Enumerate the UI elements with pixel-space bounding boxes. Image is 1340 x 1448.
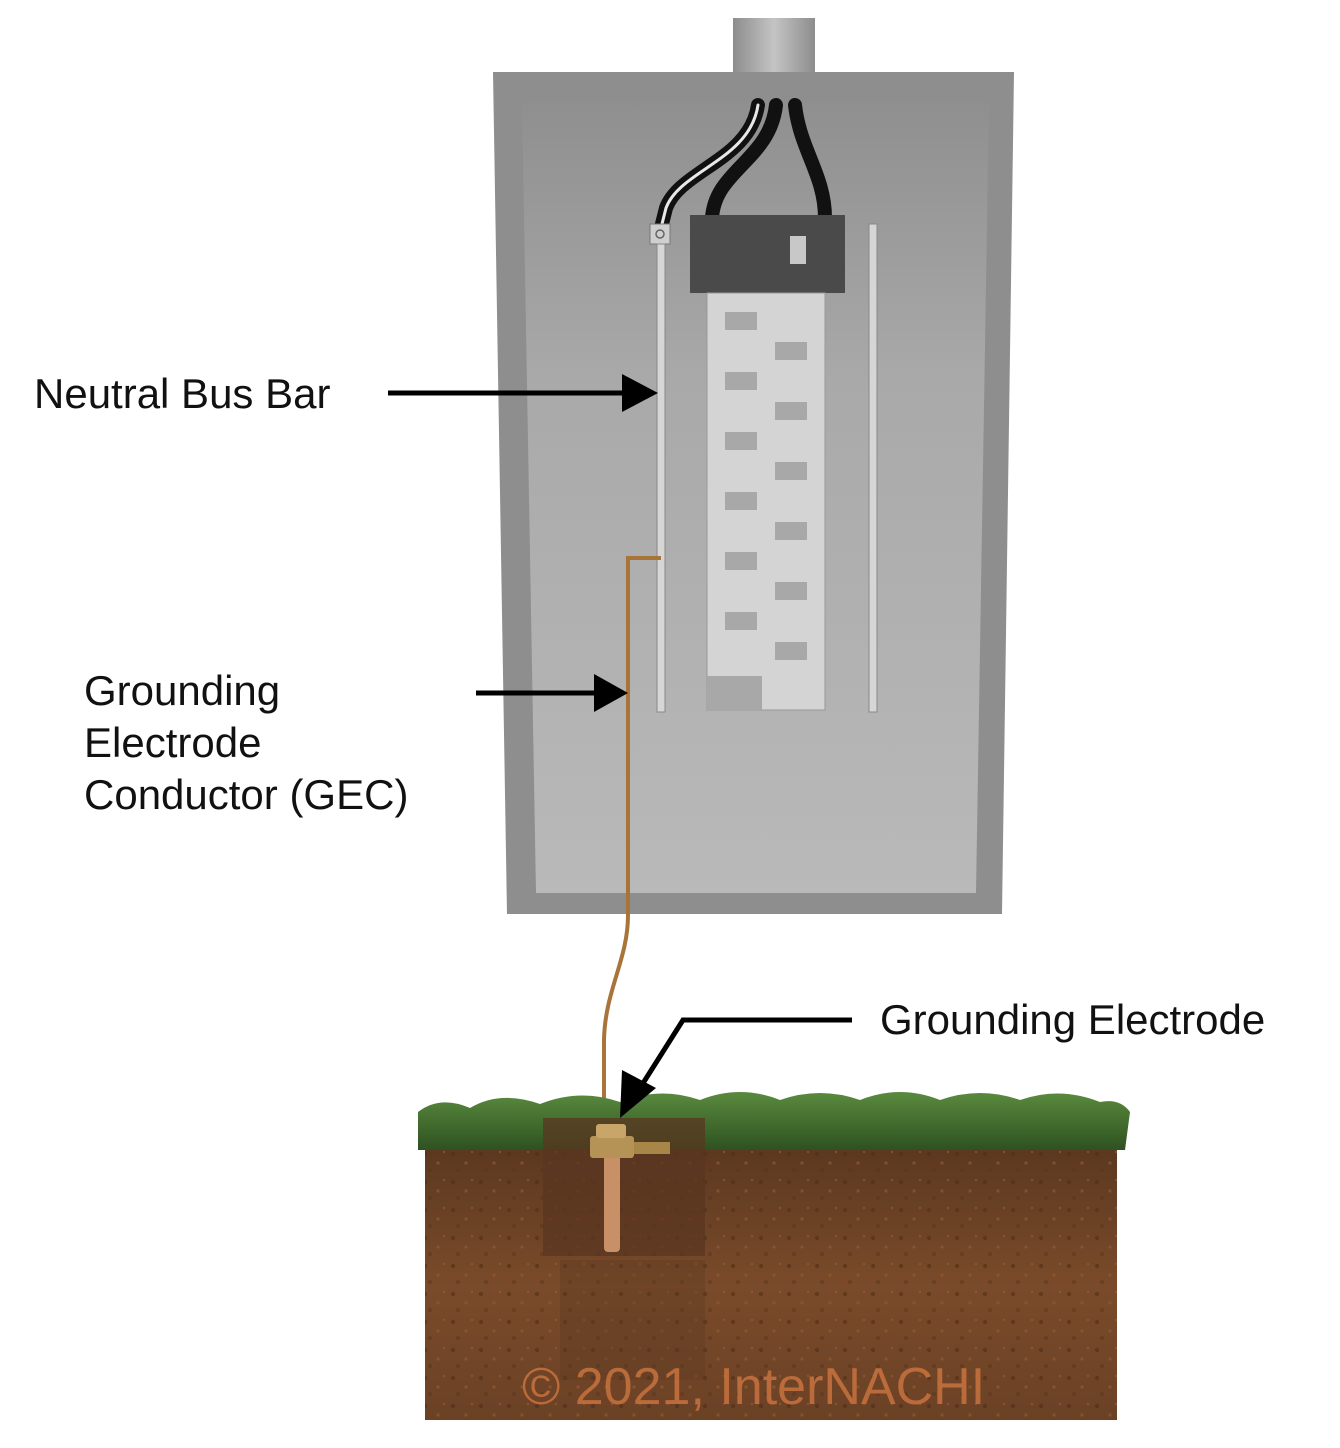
arrow-right-icon	[476, 674, 628, 712]
main-breaker	[690, 215, 845, 293]
ground-section	[418, 1092, 1130, 1420]
hot-bus-stabs	[706, 292, 826, 711]
gec-label-line-1: Grounding	[84, 667, 281, 714]
copyright-watermark: © 2021, InterNACHI	[522, 1358, 986, 1416]
grounding-rod	[590, 1124, 670, 1252]
neutral-bus-bar-label: Neutral Bus Bar	[34, 370, 331, 417]
gec-label-line-3: Conductor (GEC)	[84, 771, 409, 818]
gec-label-line-2: Electrode	[84, 719, 262, 766]
grounding-electrode-label: Grounding Electrode	[880, 996, 1266, 1043]
arrow-right-icon	[388, 374, 658, 412]
neutral-bus-bar	[649, 223, 671, 713]
conduit	[733, 18, 815, 76]
gec-label: Grounding Electrode Conductor (GEC)	[84, 665, 408, 821]
arrow-down-left-icon	[620, 1017, 852, 1118]
ground-bar	[868, 223, 878, 713]
service-wires	[653, 98, 832, 239]
hot-bus-slots	[707, 312, 807, 710]
pit-shadow	[560, 1260, 705, 1380]
gec-wire	[602, 556, 661, 1145]
